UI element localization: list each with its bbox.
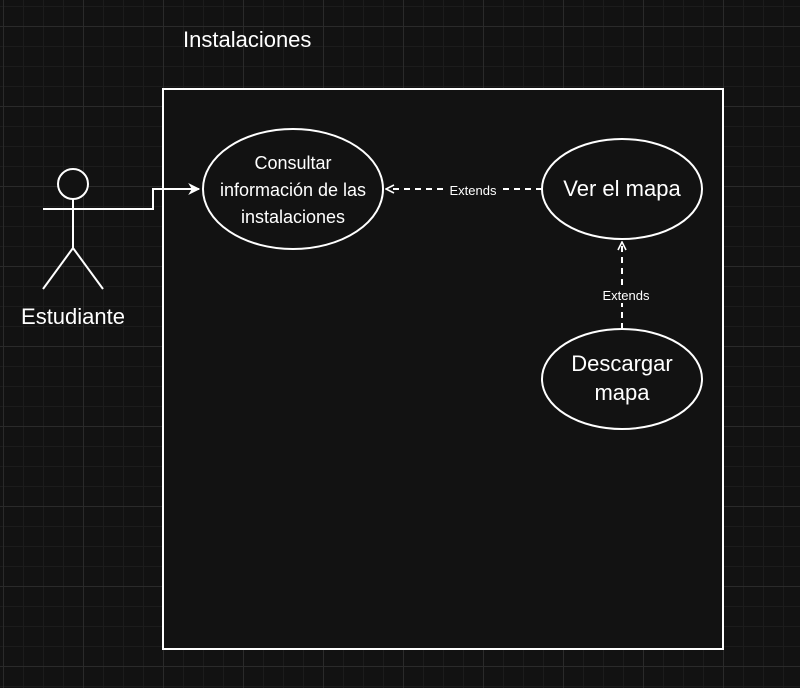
extend-ver-to-consultar[interactable]: Extends xyxy=(386,182,542,198)
use-case-consultar-line-1: Consultar xyxy=(254,153,331,173)
use-case-ver-mapa-label: Ver el mapa xyxy=(563,176,681,201)
extend-label-2: Extends xyxy=(603,288,650,303)
use-case-descargar-line-2: mapa xyxy=(594,380,650,405)
use-case-descargar-line-1: Descargar xyxy=(571,351,672,376)
use-case-consultar-ellipse xyxy=(202,128,384,250)
actor-right-leg xyxy=(72,247,104,290)
actor-head xyxy=(57,168,89,200)
extend-descargar-to-ver[interactable]: Extends xyxy=(596,242,654,329)
extend-label-bg-1 xyxy=(444,182,502,198)
actor-estudiante[interactable] xyxy=(42,168,104,290)
use-case-descargar-mapa[interactable]: Descargar mapa xyxy=(541,328,703,430)
actor-left-leg xyxy=(42,247,74,290)
use-case-consultar-line-3: instalaciones xyxy=(241,207,345,227)
use-case-ver-mapa[interactable]: Ver el mapa xyxy=(541,138,703,240)
system-title: Instalaciones xyxy=(183,27,311,52)
use-case-consultar[interactable]: Consultar información de las instalacion… xyxy=(202,128,384,250)
association-estudiante-consultar[interactable] xyxy=(103,183,201,210)
extend-label-bg-2 xyxy=(596,287,654,303)
actor-label: Estudiante xyxy=(21,304,125,329)
use-case-descargar-ellipse xyxy=(541,328,703,430)
extend-label-1: Extends xyxy=(450,183,497,198)
use-case-consultar-line-2: información de las xyxy=(220,180,366,200)
